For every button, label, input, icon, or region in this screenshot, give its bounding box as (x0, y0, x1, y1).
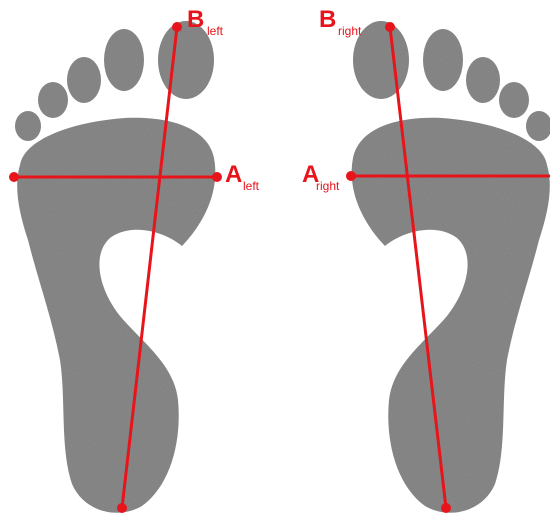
right-a-start-dot (346, 171, 356, 181)
label-a-left: A (225, 161, 242, 188)
left-a-end-dot (212, 172, 222, 182)
label-a-right-sub: right (316, 179, 340, 193)
right-toe-2 (423, 29, 463, 91)
left-b-bottom-dot (117, 503, 127, 513)
left-toe-5 (15, 111, 41, 141)
label-a-left-sub: left (243, 179, 260, 193)
left-a-start-dot (9, 172, 19, 182)
left-b-top-dot (172, 22, 182, 32)
right-toe-4 (499, 82, 529, 118)
left-toe-4 (38, 82, 68, 118)
right-footprint (352, 21, 550, 513)
left-toe-3 (67, 57, 101, 103)
label-b-left-main: B (187, 6, 204, 33)
label-b-right-main: B (319, 6, 336, 33)
left-toe-2 (104, 29, 144, 91)
left-toe-big (158, 21, 214, 99)
label-b-left-sub: left (207, 24, 224, 38)
label-b-right-sub: right (338, 24, 362, 38)
right-toe-5 (526, 111, 550, 141)
left-footprint (15, 21, 215, 513)
right-toe-big (353, 21, 409, 99)
label-b-left: B (187, 6, 204, 33)
label-b-right: B (319, 6, 336, 33)
right-toe-3 (466, 57, 500, 103)
right-b-bottom-dot (441, 503, 451, 513)
label-a-left-main: A (225, 161, 242, 188)
right-b-top-dot (385, 22, 395, 32)
